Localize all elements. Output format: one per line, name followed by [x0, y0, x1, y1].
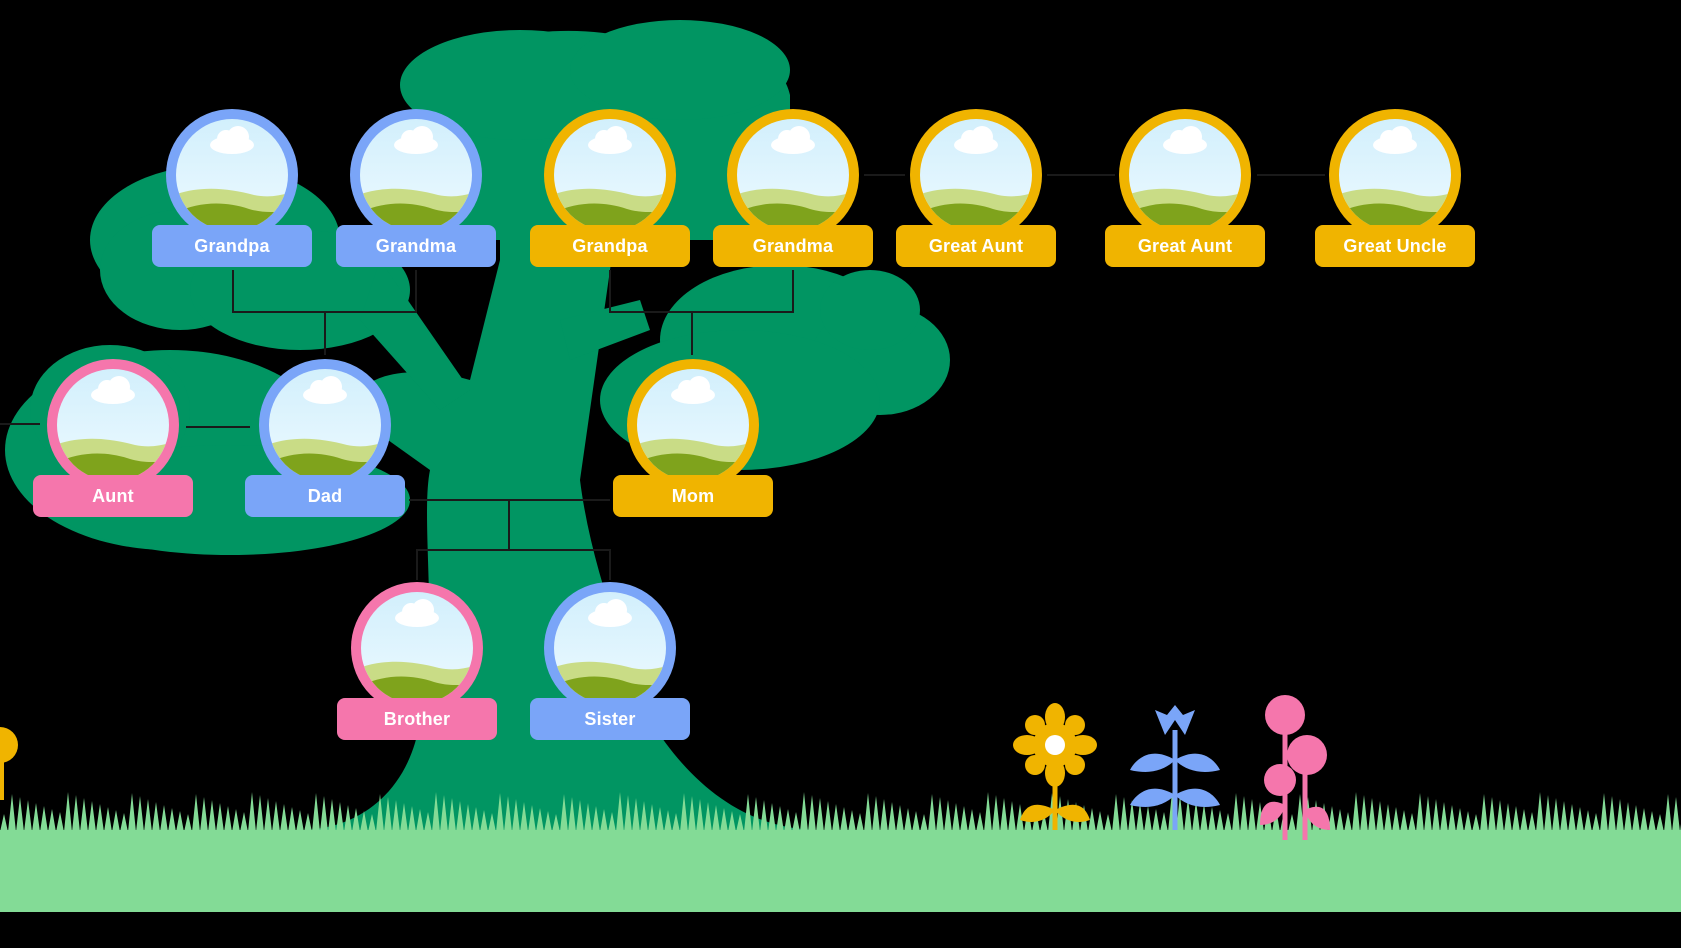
member-label: Great Uncle — [1315, 225, 1475, 267]
photo-placeholder-icon[interactable] — [1327, 107, 1463, 243]
member-label: Mom — [613, 475, 773, 517]
photo-placeholder-icon[interactable] — [908, 107, 1044, 243]
pink-flower-icon — [1260, 695, 1330, 840]
member-card-grandma-paternal[interactable]: Grandma — [336, 107, 496, 271]
member-card-grandma-maternal[interactable]: Grandma — [713, 107, 873, 271]
partial-flower-icon — [0, 727, 18, 800]
photo-placeholder-icon[interactable] — [349, 580, 485, 716]
member-card-dad[interactable]: Dad — [245, 357, 405, 521]
member-label: Grandma — [713, 225, 873, 267]
member-label: Great Aunt — [1105, 225, 1265, 267]
member-card-aunt[interactable]: Aunt — [33, 357, 193, 521]
member-card-grandpa-maternal[interactable]: Grandpa — [530, 107, 690, 271]
photo-placeholder-icon[interactable] — [348, 107, 484, 243]
photo-placeholder-icon[interactable] — [45, 357, 181, 493]
photo-placeholder-icon[interactable] — [542, 580, 678, 716]
member-label: Grandma — [336, 225, 496, 267]
sun-flower-icon — [1013, 703, 1097, 830]
photo-placeholder-icon[interactable] — [725, 107, 861, 243]
member-label: Dad — [245, 475, 405, 517]
member-card-grandpa-paternal[interactable]: Grandpa — [152, 107, 312, 271]
member-card-mom[interactable]: Mom — [613, 357, 773, 521]
member-card-great-aunt-1[interactable]: Great Aunt — [896, 107, 1056, 271]
member-label: Aunt — [33, 475, 193, 517]
photo-placeholder-icon[interactable] — [257, 357, 393, 493]
member-label: Sister — [530, 698, 690, 740]
photo-placeholder-icon[interactable] — [164, 107, 300, 243]
blue-flower-icon — [1130, 705, 1220, 830]
member-card-great-uncle[interactable]: Great Uncle — [1315, 107, 1475, 271]
member-card-sister[interactable]: Sister — [530, 580, 690, 744]
photo-placeholder-icon[interactable] — [542, 107, 678, 243]
grass-strip — [0, 792, 1681, 912]
photo-placeholder-icon[interactable] — [625, 357, 761, 493]
member-card-great-aunt-2[interactable]: Great Aunt — [1105, 107, 1265, 271]
connector-lines — [0, 174, 1325, 580]
member-label: Brother — [337, 698, 497, 740]
member-label: Grandpa — [530, 225, 690, 267]
member-label: Grandpa — [152, 225, 312, 267]
photo-placeholder-icon[interactable] — [1117, 107, 1253, 243]
member-card-brother[interactable]: Brother — [337, 580, 497, 744]
member-label: Great Aunt — [896, 225, 1056, 267]
